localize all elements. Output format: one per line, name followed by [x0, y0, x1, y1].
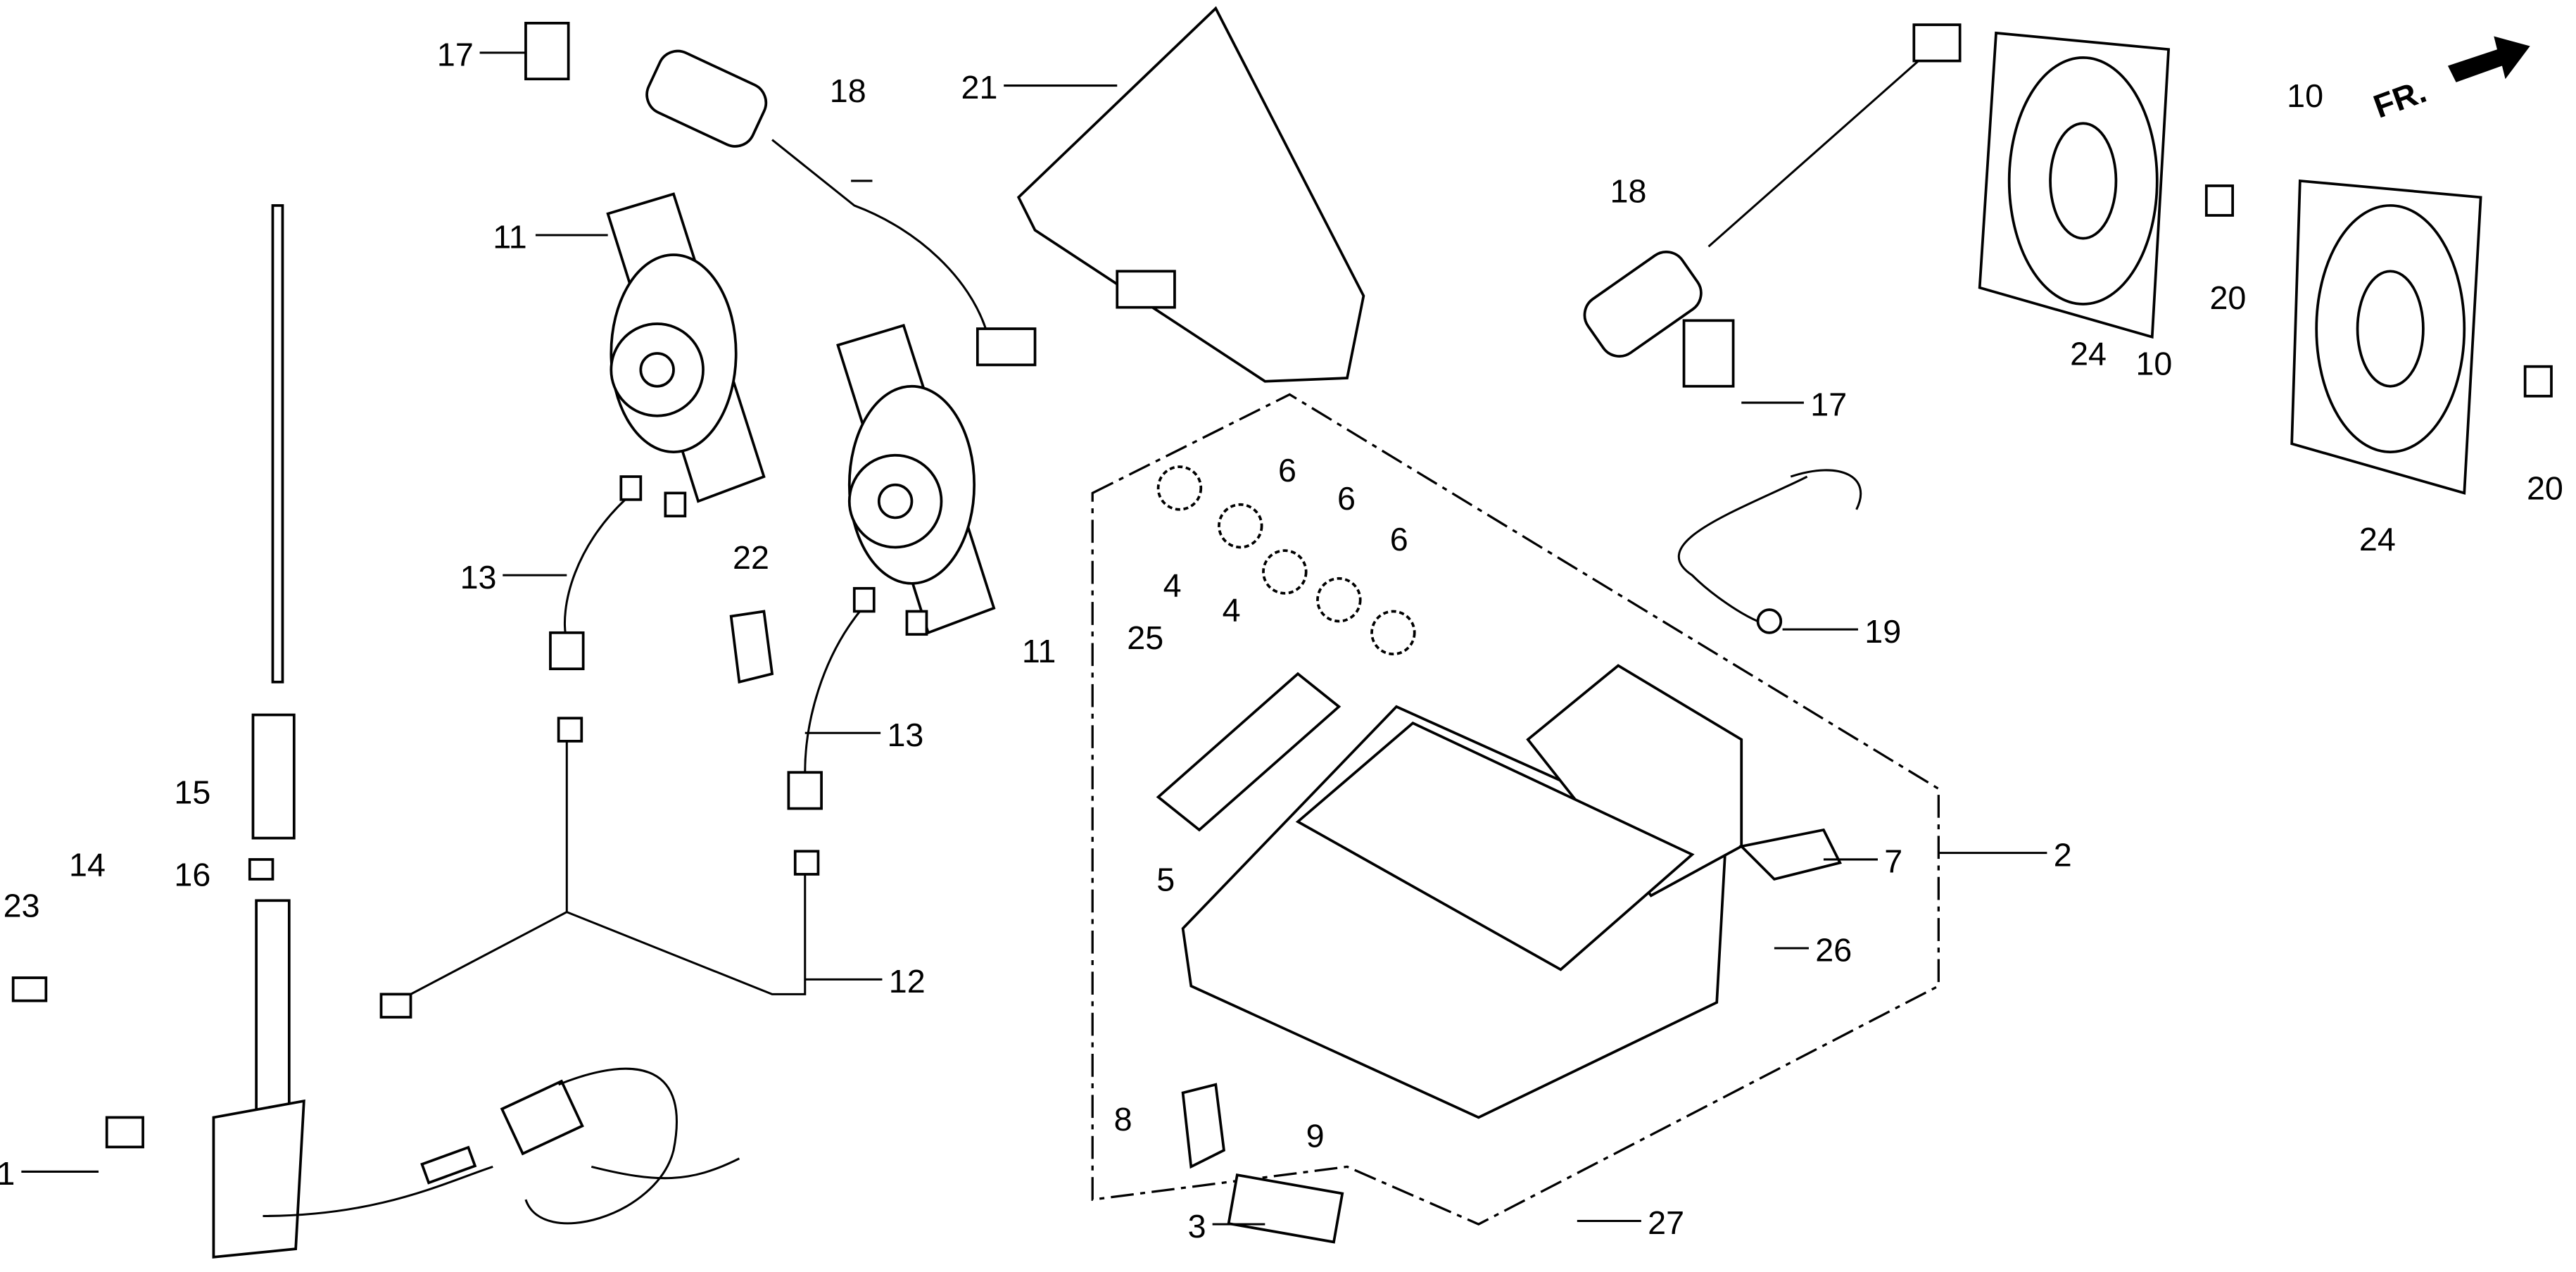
callout-16: 16 [174, 856, 210, 893]
callout-5: 5 [1156, 861, 1175, 898]
callout-8: 8 [1114, 1101, 1132, 1138]
harness-18-left [645, 49, 1037, 367]
knob [1218, 503, 1263, 549]
speaker-11-left [606, 192, 766, 503]
speaker-10-lower [2290, 179, 2482, 495]
callout-10: 10 [2287, 77, 2323, 114]
callout-18: 18 [830, 73, 866, 109]
knob [1262, 549, 1308, 595]
callout-20: 20 [2527, 470, 2563, 507]
antenna-cable [420, 1067, 740, 1225]
front-arrow-icon [2447, 36, 2530, 82]
callout-6: 6 [1278, 452, 1296, 489]
callout-19: 19 [1864, 613, 1901, 650]
callout-23: 23 [4, 888, 40, 924]
clip-20-lower [2523, 365, 2553, 398]
callout-14: 14 [69, 846, 106, 883]
callout-10: 10 [2135, 345, 2172, 382]
harness-18-right [1583, 23, 1962, 388]
knob [1316, 577, 1362, 623]
front-arrow-label: FR. [2369, 73, 2431, 125]
callout-6: 6 [1390, 521, 1408, 558]
assembly-outline [1091, 393, 1940, 1226]
cover-21 [1016, 6, 1365, 383]
callout-7: 7 [1884, 843, 1902, 880]
knob [1370, 610, 1416, 656]
callout-21: 21 [961, 69, 997, 106]
callout-18: 18 [1610, 172, 1647, 209]
callout-27: 27 [1648, 1204, 1684, 1241]
callout-1: 1 [0, 1155, 15, 1192]
callout-6: 6 [1337, 480, 1356, 517]
callout-24: 24 [2070, 335, 2107, 372]
callout-22: 22 [733, 539, 769, 576]
callout-25: 25 [1127, 619, 1163, 656]
callout-24: 24 [2359, 521, 2396, 558]
callout-17: 17 [1810, 386, 1847, 423]
callout-3: 3 [1188, 1208, 1206, 1245]
callout-2: 2 [2054, 836, 2072, 873]
callout-4: 4 [1163, 567, 1182, 603]
audio-unit-2 [1156, 664, 1842, 1244]
callout-26: 26 [1815, 932, 1852, 969]
callout-11: 11 [1022, 633, 1056, 669]
callout-4: 4 [1223, 591, 1241, 628]
knobs [1156, 465, 1416, 656]
knob [1156, 465, 1203, 511]
callout-13: 13 [460, 559, 497, 596]
callout-17: 17 [437, 37, 474, 73]
ground-cable-19 [1678, 469, 1862, 626]
callouts: 1718211111132213151416231211817101020242… [0, 37, 2563, 1245]
speaker-harnesses [379, 475, 928, 1019]
callout-12: 12 [889, 963, 926, 1000]
callout-9: 9 [1306, 1117, 1325, 1154]
antenna-assembly [11, 204, 493, 1259]
callout-15: 15 [174, 774, 210, 811]
callout-11: 11 [493, 219, 526, 256]
clip-17-left [524, 21, 570, 81]
callout-20: 20 [2209, 279, 2246, 316]
speaker-11-right [836, 324, 996, 635]
cover-tab [1116, 270, 1176, 309]
callout-13: 13 [887, 717, 923, 753]
speaker-10-upper [1978, 31, 2171, 339]
clip-20-upper [2204, 184, 2235, 217]
